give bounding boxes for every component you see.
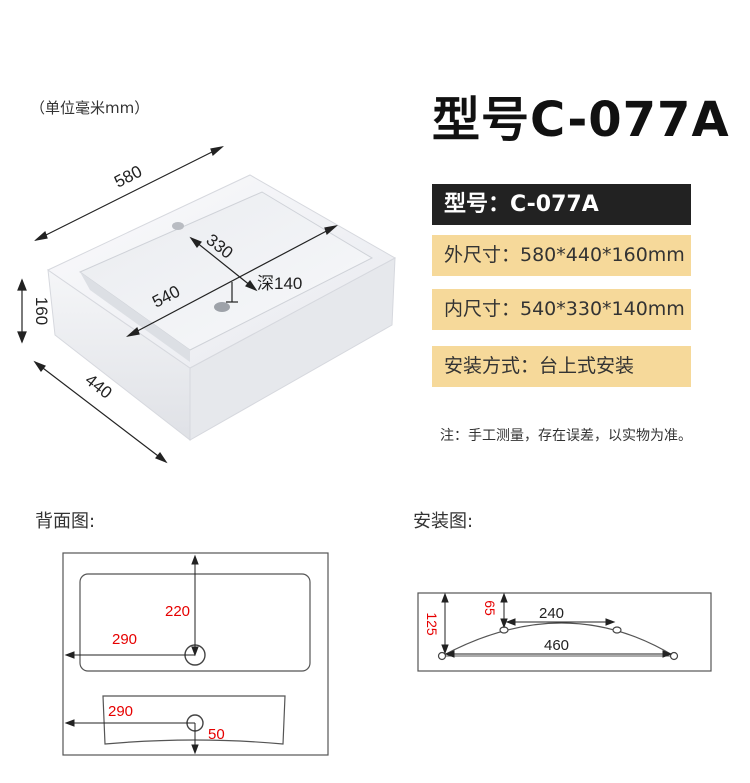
spec-install-method: 安装方式：台上式安装	[432, 346, 691, 387]
spec-inner-size: 内尺寸：540*330*140mm	[432, 289, 691, 330]
basin-body	[47, 174, 397, 442]
dim-height: 160	[32, 297, 51, 325]
model-title: 型号C-077A	[432, 92, 730, 148]
measurement-note: 注：手工测量，存在误差，以实物为准。	[440, 428, 692, 444]
spec-model-bar: 型号：C-077A	[432, 184, 691, 225]
install-dim-hole-spacing: 240	[539, 605, 564, 622]
install-dim-small-v: 65	[482, 600, 498, 616]
back-view-title: 背面图:	[35, 511, 96, 532]
spec-outer-size: 外尺寸：580*440*160mm	[432, 235, 691, 276]
install-view-drawing: 125 65 240 460	[417, 592, 712, 672]
basin-illustration: 580 160 440 540 330 深140	[17, 146, 397, 464]
dim-length: 580	[111, 162, 145, 192]
back-dim-h-top: 290	[112, 631, 137, 648]
dim-depth: 深140	[257, 274, 302, 293]
back-dim-v-top: 220	[165, 603, 190, 620]
install-dim-arc-width: 460	[544, 637, 569, 654]
install-dim-height: 125	[424, 612, 440, 636]
unit-note: （单位毫米mm）	[30, 99, 150, 117]
back-dim-v-bottom: 50	[208, 726, 225, 743]
install-view-title: 安装图:	[413, 511, 474, 532]
back-dim-h-bottom: 290	[108, 703, 133, 720]
back-view-drawing: 220 290 290 50	[62, 552, 329, 756]
